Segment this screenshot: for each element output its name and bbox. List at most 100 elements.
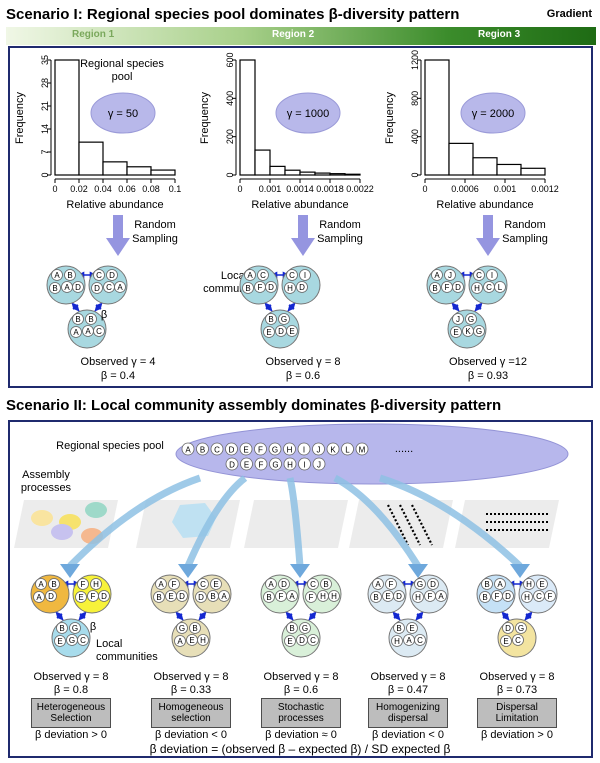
species-token xyxy=(307,634,319,646)
gamma-label: γ = 50 xyxy=(108,108,138,120)
beta-deviation-formula: β deviation = (observed β – expected β) … xyxy=(150,742,451,756)
beta-deviation: β deviation < 0 xyxy=(372,729,444,741)
species-letter: I xyxy=(491,271,493,280)
region-2-label: Region 2 xyxy=(272,29,315,40)
pool-species xyxy=(269,457,282,471)
species-token xyxy=(370,591,382,603)
species-letter: A xyxy=(64,283,70,292)
species-letter: F xyxy=(172,580,177,589)
assembly-label: Assembly xyxy=(22,469,70,481)
species-token xyxy=(56,622,68,634)
process-label: Stochastic processes xyxy=(261,698,341,728)
sampling-label: Sampling xyxy=(502,233,548,245)
species-letter: F xyxy=(279,592,284,601)
dispersal-arrow xyxy=(501,611,510,621)
species-token xyxy=(431,269,443,281)
species-letter: B xyxy=(52,284,57,293)
species-token xyxy=(502,622,514,634)
species-letter: H xyxy=(524,593,530,602)
histogram-bar xyxy=(126,166,152,176)
pool-species xyxy=(181,442,195,456)
pool-species-letter: H xyxy=(287,461,293,470)
species-token xyxy=(263,326,275,338)
y-tick-label: 7 xyxy=(40,149,50,154)
sampling-arrow xyxy=(291,215,315,256)
species-letter: D xyxy=(396,592,402,601)
x-tick-label: 0.001 xyxy=(259,184,282,194)
pool-caption: pool xyxy=(112,71,133,83)
species-letter: H xyxy=(394,637,400,646)
pool-species-letter: I xyxy=(303,461,305,470)
species-letter: C xyxy=(515,636,521,645)
species-token xyxy=(406,622,418,634)
pool-species-letter: J xyxy=(317,446,321,455)
species-token xyxy=(286,590,298,602)
species-letter: A xyxy=(289,592,295,601)
species-token xyxy=(479,591,491,603)
species-letter: D xyxy=(455,283,461,292)
species-letter: D xyxy=(109,271,115,280)
species-letter: A xyxy=(268,580,274,589)
assembly-arrowhead xyxy=(60,564,80,578)
species-letter: E xyxy=(213,580,218,589)
species-token xyxy=(64,269,76,281)
species-letter: G xyxy=(302,624,308,633)
beta-value: β = 0.33 xyxy=(171,684,211,696)
species-letter: D xyxy=(505,624,511,633)
pool-species-letter: A xyxy=(185,446,191,455)
species-letter: D xyxy=(101,592,107,601)
species-token xyxy=(486,269,498,281)
pool-species xyxy=(341,442,354,456)
species-letter: D xyxy=(268,283,274,292)
species-token xyxy=(296,281,308,293)
habitat-patch xyxy=(51,524,73,540)
species-letter: C xyxy=(200,580,206,589)
species-token xyxy=(155,578,167,590)
species-letter: H xyxy=(331,592,337,601)
species-letter: F xyxy=(309,593,314,602)
species-token xyxy=(72,313,84,325)
x-tick-label: 0.08 xyxy=(142,184,160,194)
y-tick-label: 21 xyxy=(40,101,50,111)
pool-species-letter: G xyxy=(272,446,278,455)
species-letter: I xyxy=(304,271,306,280)
species-token xyxy=(54,635,66,647)
species-letter: D xyxy=(430,580,436,589)
species-token xyxy=(444,269,456,281)
species-letter: A xyxy=(438,592,444,601)
pool-species xyxy=(254,442,267,456)
species-token xyxy=(450,326,462,338)
species-letter: B xyxy=(88,315,93,324)
species-letter: C xyxy=(96,271,102,280)
species-token xyxy=(98,590,110,602)
assembly-arrowhead xyxy=(510,564,530,578)
dispersal-arrow xyxy=(198,611,207,621)
observed-gamma: Observed γ =12 xyxy=(449,356,527,368)
pool-species xyxy=(298,457,311,471)
species-letter: A xyxy=(54,271,60,280)
pool-species-letter: F xyxy=(259,461,264,470)
species-letter: E xyxy=(57,637,62,646)
species-letter: B xyxy=(210,592,215,601)
y-tick-label: 14 xyxy=(40,124,50,134)
dispersal-arrow xyxy=(392,611,401,621)
species-letter: D xyxy=(281,580,287,589)
histogram-bar xyxy=(496,163,522,176)
species-letter: A xyxy=(221,592,227,601)
species-letter: A xyxy=(434,271,440,280)
species-token xyxy=(521,591,533,603)
species-token xyxy=(91,282,103,294)
species-token xyxy=(523,578,535,590)
species-letter: C xyxy=(310,580,316,589)
species-token xyxy=(299,622,311,634)
species-token xyxy=(481,578,493,590)
y-tick-label: 0 xyxy=(410,172,420,177)
beta-deviation: β deviation > 0 xyxy=(35,729,107,741)
x-tick-label: 0.0022 xyxy=(346,184,374,194)
histogram-bar xyxy=(314,172,331,176)
dispersal-arrow xyxy=(474,302,483,312)
species-token xyxy=(153,591,165,603)
species-letter: A xyxy=(375,580,381,589)
species-letter: G xyxy=(417,580,423,589)
species-token xyxy=(263,591,275,603)
